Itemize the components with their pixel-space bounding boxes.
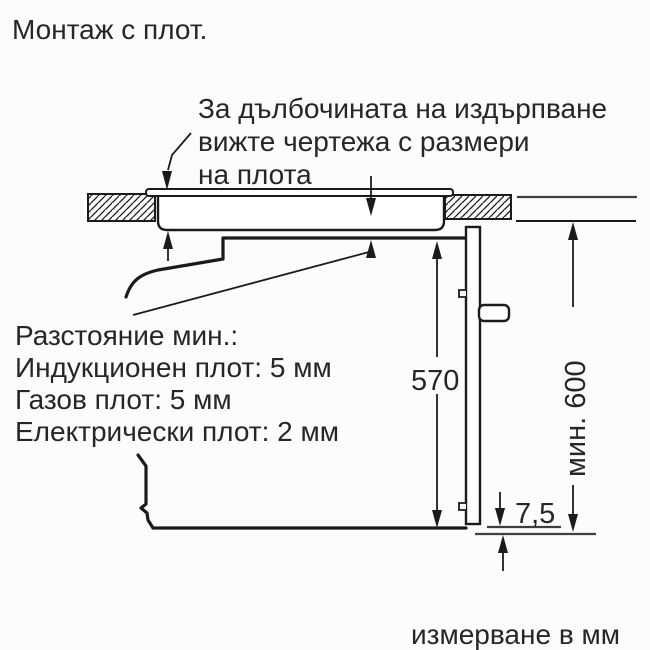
clearance-line-1: Разстояние мин.: (15, 320, 239, 351)
page-title: Монтаж с плот. (12, 14, 208, 45)
dim-600-arrow-down-icon (568, 514, 578, 532)
callout-line-2: вижте чертежа с размери (198, 126, 530, 157)
hob-top-lip (145, 188, 454, 197)
oven-door (464, 225, 482, 526)
gap-arrow-up-icon (366, 240, 376, 258)
hob-body (156, 191, 446, 232)
callout-line-1: За дълбочината на издърпване (198, 93, 608, 124)
dim-570-arrow-up-icon (432, 241, 442, 259)
hob-depth-arrow-up-icon (163, 231, 173, 249)
dim-600-arrow-up-icon (568, 222, 578, 240)
door-hinge-notch-top (458, 289, 466, 298)
minimum-clearance-note: Разстояние мин.: Индукционен плот: 5 мм … (15, 320, 339, 448)
gap-arrow-down-icon (366, 198, 376, 216)
dim-75-label: 7,5 (515, 498, 555, 530)
units-note: измерване в мм (411, 619, 620, 650)
pullout-depth-callout: За дълбочината на издърпване вижте черте… (198, 92, 607, 191)
callout-leader-line (167, 132, 192, 171)
countertop-right-section (444, 194, 512, 220)
dim-600-label: мин. 600 (560, 360, 592, 477)
door-hinge-notch-bottom (458, 502, 466, 511)
callout-line-3: на плота (198, 159, 312, 190)
clearance-line-2: Индукционен плот: 5 мм (15, 352, 332, 383)
dim-570-arrow-down-icon (432, 510, 442, 528)
callout-arrow-down-icon (162, 171, 172, 190)
clearance-line-4: Електрически плот: 2 мм (15, 416, 340, 447)
clearance-leader-line (132, 251, 370, 316)
clearance-line-3: Газов плот: 5 мм (15, 384, 232, 415)
countertop-left-section (87, 193, 156, 222)
oven-top-outline (124, 236, 468, 299)
oven-bottom-outline (136, 453, 468, 530)
dim-75-arrow-up-icon (498, 535, 508, 553)
door-handle (477, 303, 511, 323)
dim-75-arrow-down-icon (495, 508, 505, 526)
dim-570-label: 570 (411, 365, 459, 397)
